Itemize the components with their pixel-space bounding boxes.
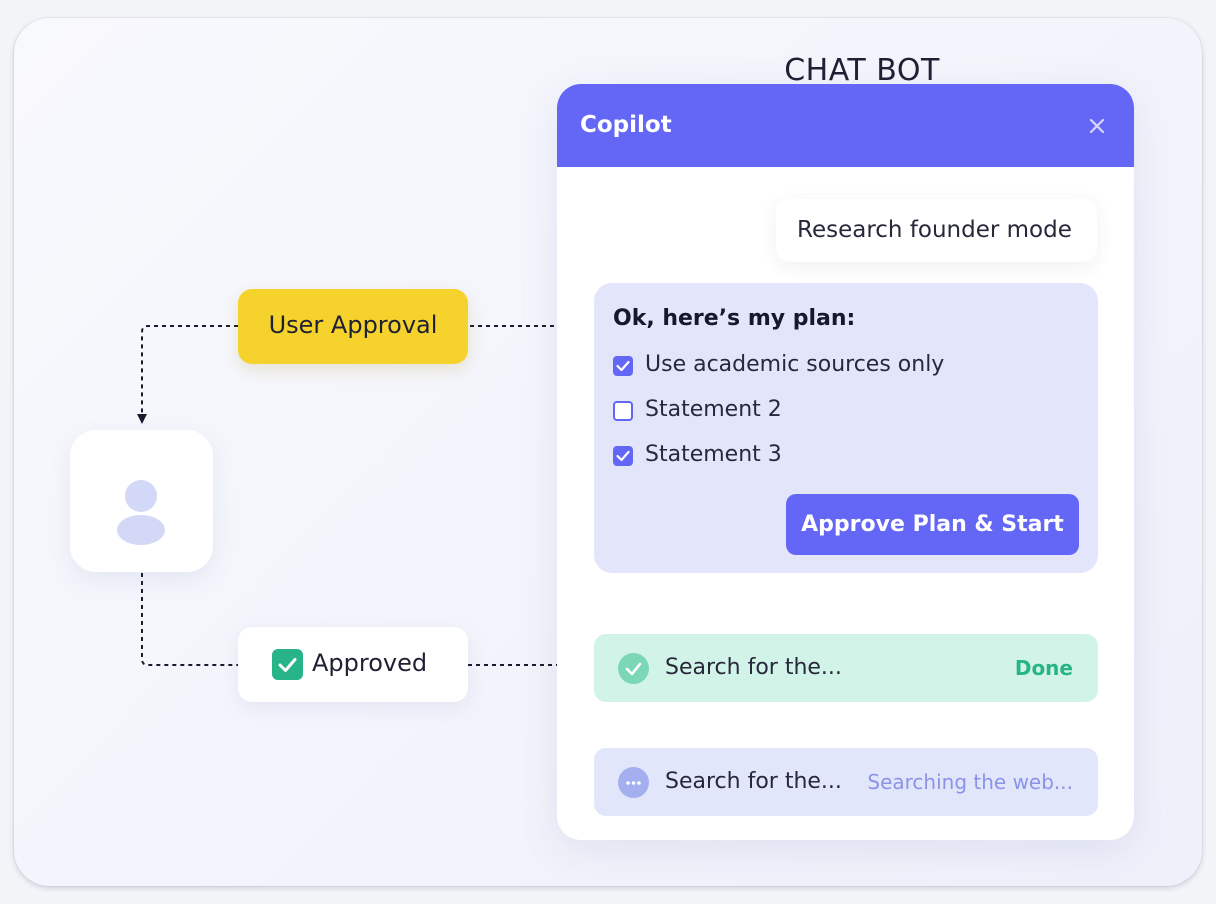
step-status: Done — [1014, 656, 1073, 680]
approved-label: Approved — [312, 649, 428, 677]
chat-panel: Copilot Research founder mode Ok, here’s… — [557, 84, 1134, 840]
checkbox-checked-icon[interactable] — [613, 356, 633, 376]
step-done: Search for the... Done — [594, 634, 1098, 702]
step-running: Search for the... Searching the web... — [594, 748, 1098, 816]
approve-plan-button[interactable]: Approve Plan & Start — [786, 494, 1079, 555]
plan-item-label: Statement 3 — [645, 442, 782, 467]
chat-header: Copilot — [557, 84, 1134, 167]
close-icon[interactable] — [1086, 115, 1108, 137]
approved-node: Approved — [238, 627, 468, 702]
user-avatar-node — [70, 430, 213, 572]
plan-item-label: Use academic sources only — [645, 352, 945, 377]
step-status: Searching the web... — [867, 770, 1073, 794]
user-approval-label: User Approval — [268, 311, 438, 339]
checkbox-checked-icon[interactable] — [613, 446, 633, 466]
plan-heading: Ok, here’s my plan: — [613, 306, 856, 331]
section-title: CHAT BOT — [784, 53, 940, 88]
check-icon — [272, 649, 303, 680]
connector-approval-to-user — [137, 325, 238, 424]
connector-user-to-approved — [141, 573, 238, 666]
ellipsis-icon — [618, 767, 649, 798]
check-icon — [618, 653, 649, 684]
checkbox-empty-icon[interactable] — [613, 401, 633, 421]
step-label: Search for the... — [665, 655, 842, 680]
chat-title: Copilot — [580, 112, 672, 138]
step-label: Search for the... — [665, 769, 842, 794]
user-icon — [117, 480, 165, 545]
user-message-text: Research founder mode — [797, 217, 1072, 243]
plan-card: Ok, here’s my plan: Use academic sources… — [594, 283, 1098, 573]
user-message-bubble: Research founder mode — [776, 199, 1097, 262]
user-approval-node: User Approval — [238, 289, 468, 364]
plan-item-label: Statement 2 — [645, 397, 782, 422]
